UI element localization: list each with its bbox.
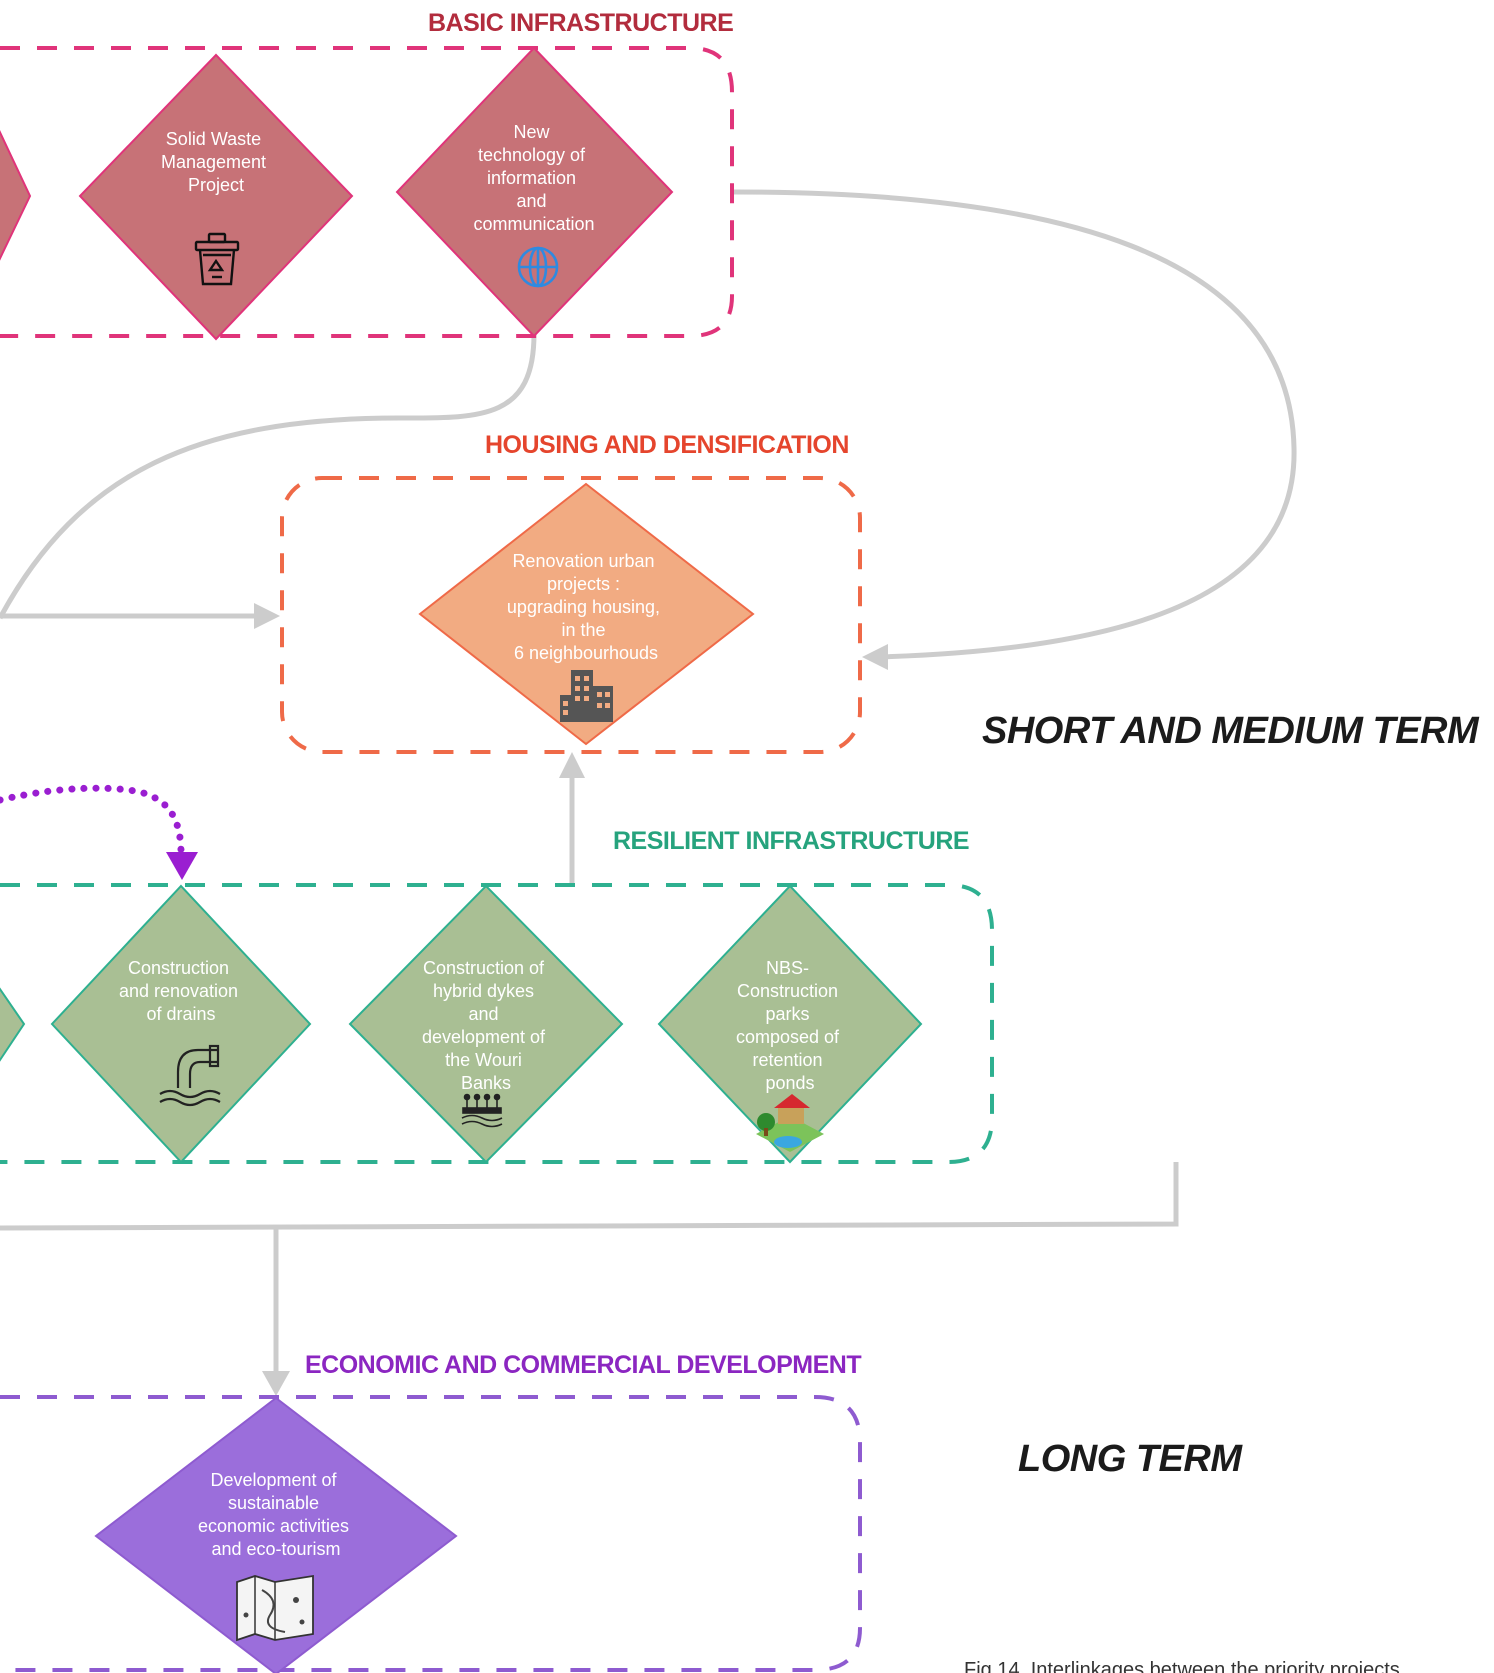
svg-text:NBS- Construction: NBS- Construction parks composed of rete… — [736, 958, 844, 1093]
node-economic-development: Development of sustainable economic acti… — [94, 1396, 458, 1673]
group-title-economic-development: ECONOMIC AND COMMERCIAL DEVELOPMENT — [305, 1351, 861, 1379]
arrowhead-to-housing-right — [862, 644, 888, 670]
svg-text:Solid Waste Management: Solid Waste Management Project — [161, 129, 271, 195]
node-renovation: Renovation urban projects : upgrading ho… — [418, 482, 755, 746]
svg-text:Construction of hybrid d: Construction of hybrid dykes and develop… — [422, 958, 550, 1093]
buildings-icon — [560, 670, 613, 722]
svg-text:New technology of: New technology of information and commun… — [473, 122, 594, 234]
arrowhead-to-housing-bottom — [559, 752, 585, 778]
dyke-icon — [461, 1093, 503, 1128]
map-icon — [236, 1574, 314, 1642]
connector-ntic-to-left — [0, 333, 537, 620]
park-pond-icon — [756, 1094, 824, 1152]
group-box-economic-development — [0, 1395, 862, 1672]
connector-bracket — [0, 1162, 1179, 1231]
dotted-arrowhead — [166, 852, 198, 880]
term-label-short-medium: SHORT AND MEDIUM TERM — [982, 710, 1480, 752]
group-box-basic-infrastructure — [0, 46, 734, 338]
figure-caption: Fig.14. Interlinkages between the priori… — [964, 1659, 1400, 1673]
svg-text:Development of sustainab: Development of sustainable economic acti… — [198, 1470, 354, 1559]
node-partial-left-basic — [0, 130, 32, 261]
node-solid-waste: Solid Waste Management Project — [78, 53, 354, 341]
arrowhead-to-housing-left — [254, 603, 280, 629]
svg-text:Renovation urban project: Renovation urban projects : upgrading ho… — [507, 551, 665, 663]
drain-pipe-icon — [159, 1044, 221, 1107]
term-label-long: LONG TERM — [1018, 1438, 1243, 1480]
group-title-basic-infrastructure: BASIC INFRASTRUCTURE — [428, 9, 733, 37]
connector-ntic-to-housing — [733, 189, 1297, 660]
svg-text:Construction and renovat: Construction and renovation of drains — [119, 958, 243, 1024]
group-box-resilient-infrastructure — [0, 883, 994, 1164]
connector-arrowheads — [254, 603, 888, 1396]
group-title-resilient-infrastructure: RESILIENT INFRASTRUCTURE — [613, 827, 969, 855]
arrowhead-to-economic — [262, 1371, 290, 1396]
node-partial-left-resilient — [0, 987, 26, 1062]
group-title-housing: HOUSING AND DENSIFICATION — [485, 431, 849, 459]
node-drains: Construction and renovation of drains — [50, 884, 312, 1164]
connectors — [0, 189, 1297, 1377]
recycle-bin-icon — [194, 232, 240, 286]
dotted-connector — [0, 784, 185, 854]
node-dykes: Construction of hybrid dykes and develop… — [348, 884, 624, 1164]
node-nbs: NBS- Construction parks composed of rete… — [657, 884, 923, 1164]
node-ntic: New technology of information and commun… — [395, 46, 674, 338]
globe-icon — [517, 246, 559, 288]
